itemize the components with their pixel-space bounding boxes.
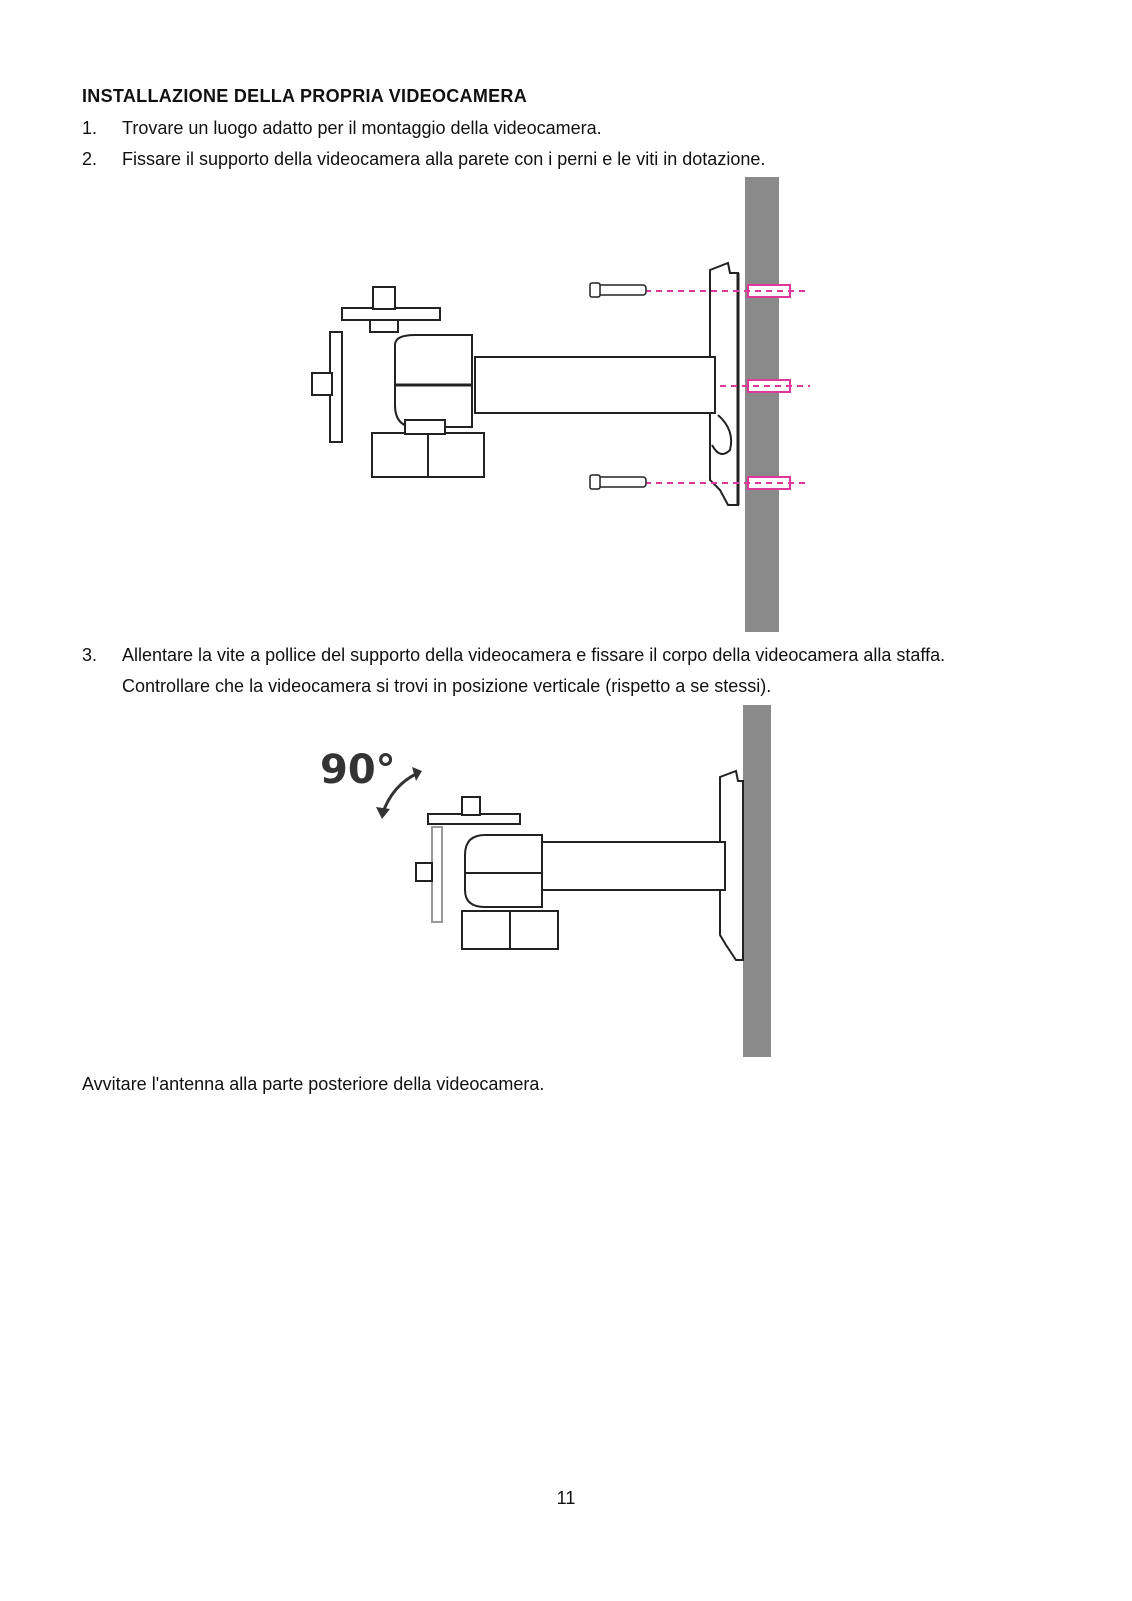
rotation-figure: 90° bbox=[320, 705, 771, 1057]
step-number: 3. bbox=[82, 645, 98, 665]
note-text: Avvitare l'antenna alla parte posteriore… bbox=[82, 1074, 545, 1094]
wall bbox=[745, 177, 779, 632]
step-number: 2. bbox=[82, 149, 98, 169]
step-number: 1. bbox=[82, 118, 98, 138]
angle-label: 90° bbox=[320, 747, 396, 793]
side-plate bbox=[431, 826, 443, 923]
mount-arm bbox=[474, 356, 716, 414]
thumb-screw bbox=[461, 910, 511, 950]
step-text: Trovare un luogo adatto per il montaggio… bbox=[122, 118, 602, 138]
mount-joint bbox=[464, 834, 543, 908]
mounting-figure bbox=[311, 177, 810, 632]
section-heading: INSTALLAZIONE DELLA PROPRIA VIDEOCAMERA bbox=[82, 86, 528, 106]
mount-joint bbox=[394, 334, 473, 428]
step-text: Allentare la vite a pollice del supporto… bbox=[122, 645, 946, 665]
thumb-screw bbox=[371, 432, 429, 478]
step-text: Controllare che la videocamera si trovi … bbox=[122, 676, 772, 696]
mount-arm bbox=[539, 841, 726, 891]
page-number: 11 bbox=[556, 1488, 576, 1508]
step-text: Fissare il supporto della videocamera al… bbox=[122, 149, 766, 169]
wall-plate bbox=[719, 769, 744, 961]
wall bbox=[743, 705, 771, 1057]
